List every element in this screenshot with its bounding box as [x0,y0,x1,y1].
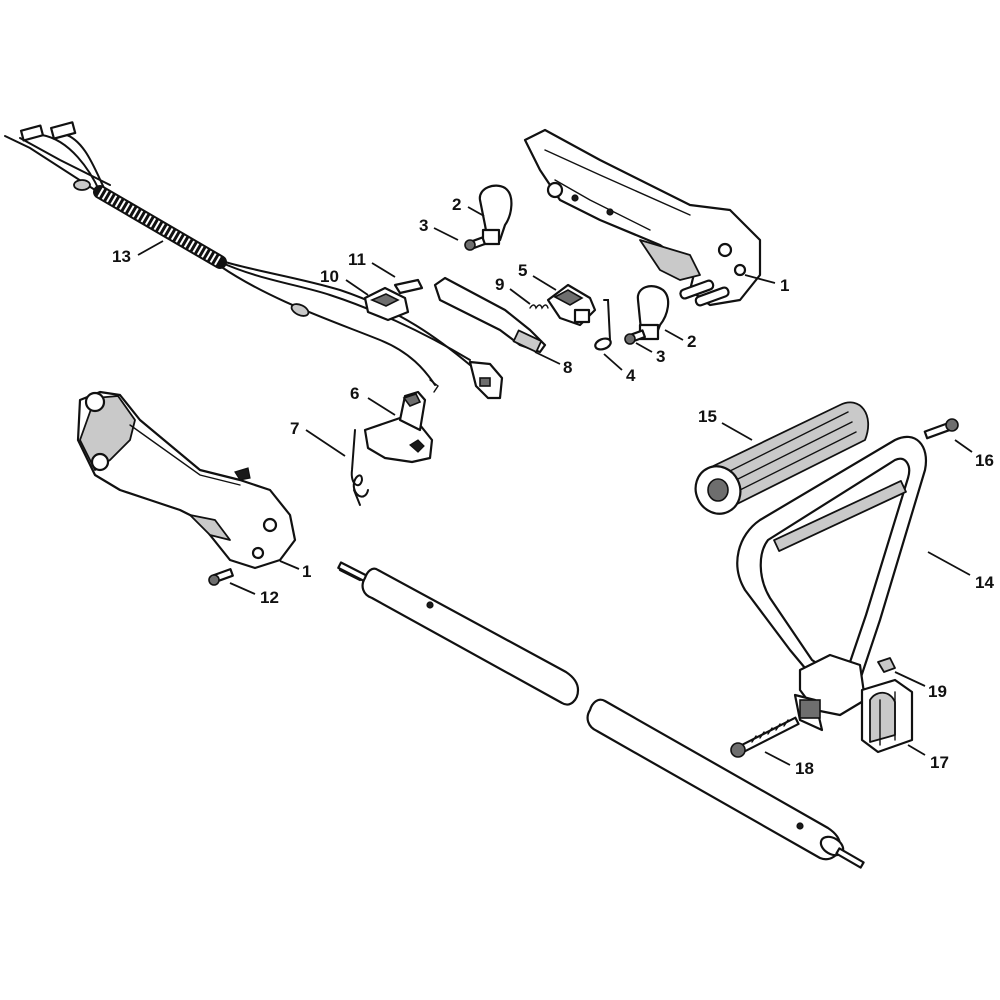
callout-3-lower: 3 [635,342,665,366]
callout-number: 7 [290,419,299,438]
part-2-clamp-a [478,184,513,246]
part-13-wiring-harness [4,121,504,400]
part-5-switch [546,283,597,327]
callout-13: 13 [112,240,164,266]
callout-7: 7 [290,419,346,457]
callout-number: 6 [350,384,359,403]
callout-number: 12 [260,588,279,607]
callout-number: 15 [698,407,717,426]
part-2-clamp-b [636,285,670,341]
part-6-trigger-housing [363,390,434,464]
callout-number: 19 [928,682,947,701]
callout-18: 18 [764,751,814,778]
callout-16: 16 [954,439,994,470]
part-10-slide [363,286,410,322]
callout-number: 3 [656,347,665,366]
callout-number: 14 [975,573,994,592]
part-3-screw-b [624,329,646,345]
part-8-trigger-lever [433,276,547,354]
part-1-handle-half-upper [523,128,762,307]
part-3-screw-a [464,236,486,251]
callout-number: 16 [975,451,994,470]
callout-number: 11 [348,250,366,269]
callout-1-upper: 1 [744,274,789,295]
part-1-handle-housing-lower [76,390,297,570]
callout-number: 10 [320,267,339,286]
callout-12: 12 [229,582,279,607]
drive-shaft-tube [337,561,865,869]
callout-9: 9 [495,275,531,305]
callout-number: 1 [780,276,789,295]
callout-15: 15 [698,407,753,441]
part-4-spring-wire [594,299,612,351]
callout-2-upper: 2 [452,195,485,217]
part-16-screw [923,418,959,440]
callout-number: 18 [795,759,814,778]
part-17-clamp-block [860,678,914,754]
callout-number: 5 [518,261,527,280]
callout-number: 8 [563,358,572,377]
callout-number: 2 [687,332,696,351]
callout-10: 10 [320,267,369,296]
part-7-torsion-spring [350,429,369,506]
callout-5: 5 [518,261,557,291]
callout-17: 17 [907,744,949,772]
part-9-spring [529,304,549,310]
callout-number: 13 [112,247,131,266]
callout-number: 9 [495,275,504,294]
callout-2-lower: 2 [664,329,696,351]
callout-11: 11 [348,250,396,278]
part-19-nut [877,657,896,673]
callout-number: 17 [930,753,949,772]
callout-8: 8 [534,351,572,377]
callout-19: 19 [894,671,947,701]
callout-number: 1 [302,562,311,581]
callout-14: 14 [927,551,994,592]
callout-1-lower: 1 [279,560,311,581]
callout-number: 4 [626,366,636,385]
callout-3-upper: 3 [419,216,459,241]
part-14-loop-handle [736,435,928,732]
part-11-plate [393,278,424,295]
part-18-long-screw [730,716,800,758]
callout-number: 2 [452,195,461,214]
part-12-screw [208,568,234,586]
callout-4: 4 [603,353,636,385]
callout-6: 6 [350,384,396,416]
callout-number: 3 [419,216,428,235]
part-15-grip [694,401,870,515]
